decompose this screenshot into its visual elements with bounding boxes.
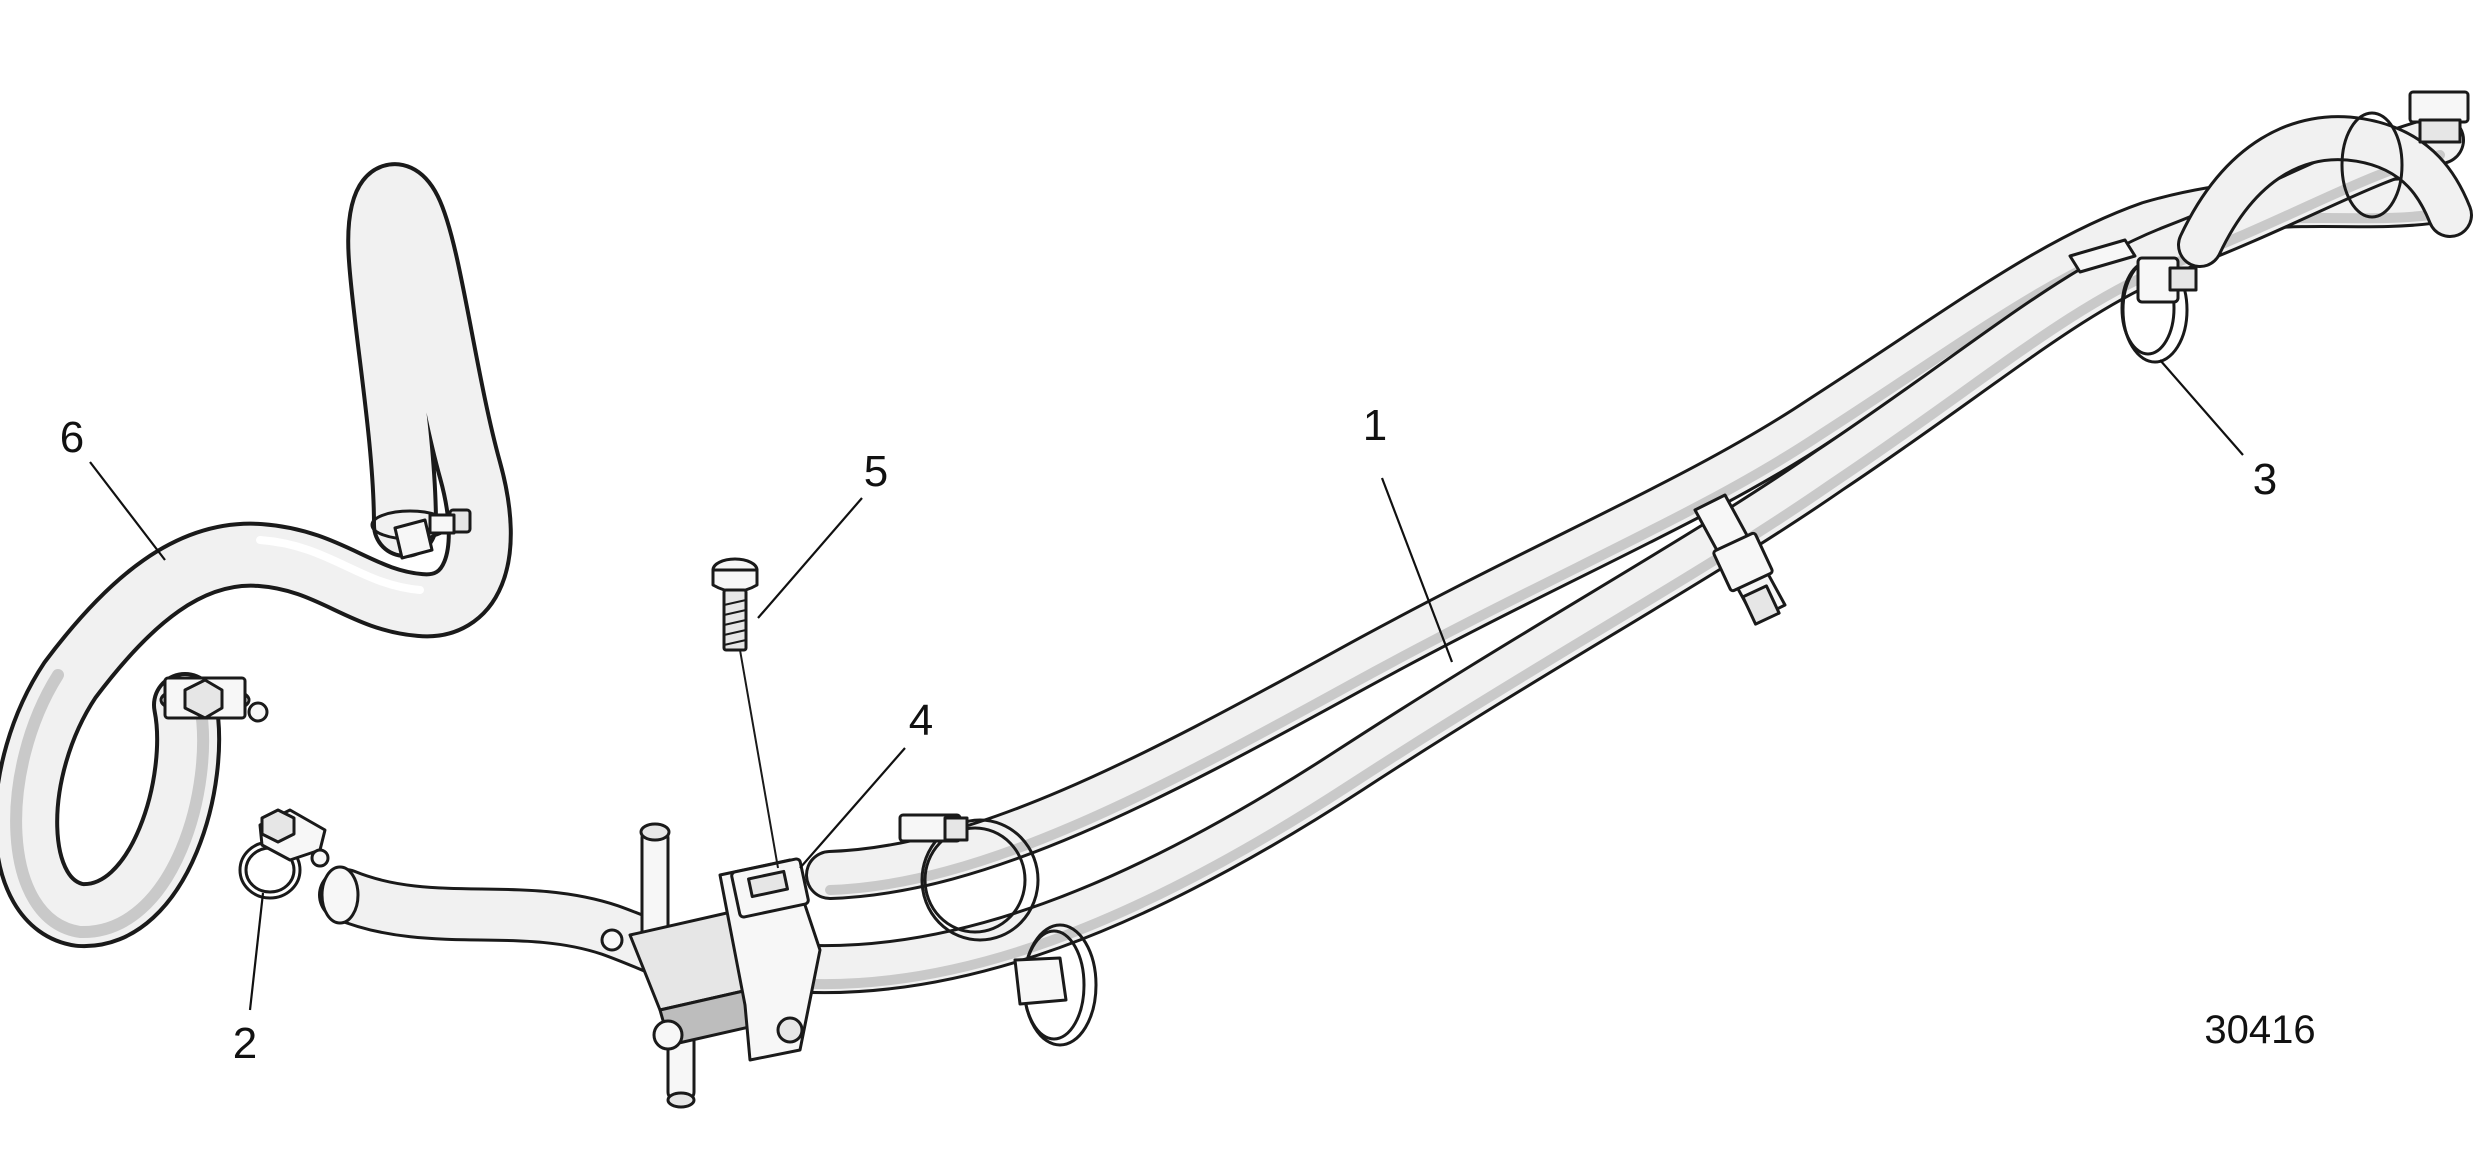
looped-hose: [0, 162, 513, 948]
callout-4: 4: [799, 696, 933, 869]
callout-1-leader: [1380, 477, 1454, 663]
callout-2-label: 2: [233, 1019, 257, 1068]
callout-4-label: 4: [909, 696, 933, 745]
valve-body: [318, 822, 822, 1109]
valve-hose-clamp-upper: [898, 813, 1040, 942]
callout-6-label: 6: [60, 413, 84, 462]
looped-hose-clamp-upper: [370, 508, 472, 560]
callout-1-label: 1: [1363, 401, 1387, 450]
twin-hose-assembly: [735, 115, 2473, 995]
callout-5-leader: [757, 497, 863, 619]
right-hose-clamp: [2068, 238, 2198, 364]
callout-5-label: 5: [864, 447, 888, 496]
callout-3-label: 3: [2253, 455, 2277, 504]
callout-5: 5: [757, 447, 888, 619]
loose-hose-clamp: [238, 808, 330, 900]
callout-2: 2: [233, 892, 265, 1068]
callout-4-leader: [799, 747, 906, 869]
mounting-screw: [711, 557, 779, 869]
callout-6: 6: [60, 413, 166, 561]
valve-hose-clamp-lower: [1013, 923, 1098, 1047]
end-connector: [2340, 90, 2470, 219]
callout-6-leader: [89, 461, 166, 561]
middle-hose-clamp: [1693, 493, 1787, 626]
callout-3-leader: [2159, 359, 2244, 456]
callout-2-leader: [248, 892, 265, 1011]
callout-3: 3: [2159, 359, 2277, 504]
figure-number: 30416: [2204, 1008, 2315, 1052]
looped-hose-clamp-lower: [159, 676, 269, 723]
callout-1: 1: [1363, 401, 1454, 663]
